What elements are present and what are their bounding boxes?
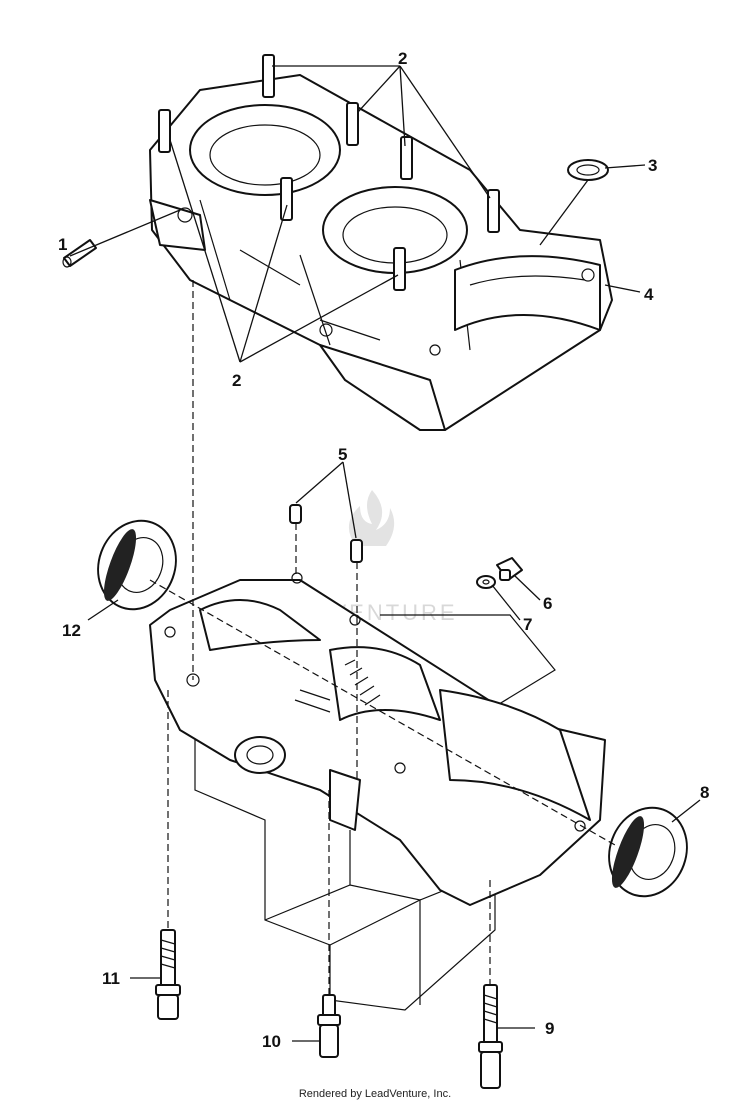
callout-2-top: 2	[398, 49, 407, 68]
leader-lines	[69, 65, 701, 1042]
cylinder-studs	[158, 54, 500, 291]
lower-crankcase	[149, 572, 606, 1011]
callout-9: 9	[545, 1019, 554, 1038]
part-8-oil-seal	[608, 806, 688, 898]
part-1-dowel	[62, 239, 97, 268]
callout-12: 12	[62, 621, 81, 640]
callout-4: 4	[644, 285, 654, 304]
alignment-lines	[149, 280, 616, 995]
callout-10: 10	[262, 1032, 281, 1051]
part-12-oil-seal	[97, 519, 177, 611]
part-10-bolt	[317, 994, 341, 1058]
callout-11: 11	[102, 969, 120, 988]
crank-gear-detail	[294, 659, 381, 713]
part-3-seal	[567, 159, 609, 181]
callout-1: 1	[58, 235, 67, 254]
part-9-bolt	[478, 984, 503, 1089]
callout-7: 7	[523, 615, 532, 634]
callout-5: 5	[338, 445, 347, 464]
callout-2-bottom: 2	[232, 371, 241, 390]
callout-6: 6	[543, 594, 552, 613]
callout-8: 8	[700, 783, 709, 802]
callout-3: 3	[648, 156, 657, 175]
part-11-bolt	[155, 929, 181, 1020]
upper-crankcase	[149, 74, 613, 431]
callout-labels: 1 2 2 3 4 5 6 7 8 9 10 11 12	[58, 49, 709, 1051]
footer-credit: Rendered by LeadVenture, Inc.	[298, 1088, 452, 1100]
part-6-plug	[496, 557, 523, 581]
part-7-washer	[476, 575, 496, 589]
